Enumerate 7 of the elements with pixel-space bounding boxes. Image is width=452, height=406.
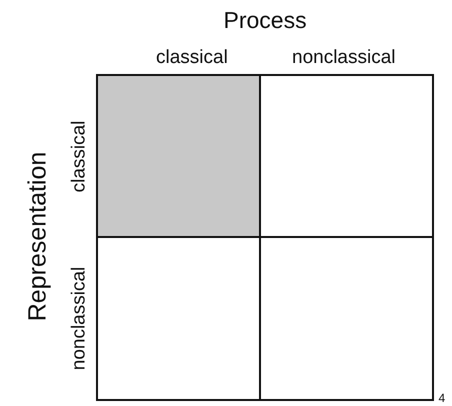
- row-header: classical: [69, 120, 88, 192]
- column-header: classical: [156, 48, 228, 66]
- column-header: nonclassical: [292, 48, 396, 66]
- axis-title: Representation: [25, 151, 50, 321]
- axis-title: Process: [224, 8, 307, 32]
- row-header: nonclassical: [69, 266, 88, 370]
- page-number: 4: [438, 392, 446, 404]
